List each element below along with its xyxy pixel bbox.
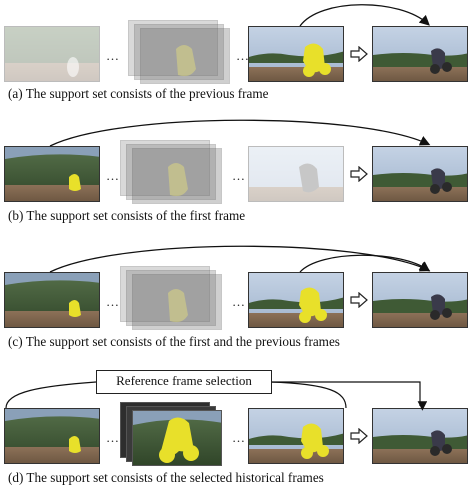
- panel-b-history-frame: [132, 148, 222, 204]
- hollow-arrow-icon: [350, 292, 368, 308]
- panel-b-target-frame: [372, 146, 468, 202]
- panel-d-target-frame: [372, 408, 468, 464]
- panel-a-history-frame: [140, 28, 230, 84]
- panel-d: … …: [0, 364, 474, 492]
- panel-a-target-frame: [372, 26, 468, 82]
- hollow-arrow-icon: [350, 428, 368, 444]
- panel-a: … …: [0, 0, 474, 110]
- panel-a-previous-frame: [248, 26, 344, 82]
- panel-b-previous-frame: [248, 146, 344, 202]
- caption-b: (b) The support set consists of the firs…: [8, 208, 246, 223]
- panel-c-previous-frame: [248, 272, 344, 328]
- caption-c: (c) The support set consists of the firs…: [8, 334, 340, 349]
- panel-d-history-frame: [132, 410, 222, 466]
- panel-c-history-frame: [132, 274, 222, 330]
- ellipsis: …: [232, 168, 245, 183]
- panel-a-first-frame: [4, 26, 100, 82]
- ellipsis: …: [106, 168, 119, 183]
- panel-c-first-frame: [4, 272, 100, 328]
- panel-d-previous-frame: [248, 408, 344, 464]
- ellipsis: …: [232, 430, 245, 445]
- panel-c-target-frame: [372, 272, 468, 328]
- ellipsis: …: [106, 430, 119, 445]
- hollow-arrow-icon: [350, 46, 368, 62]
- caption-d: (d) The support set consists of the sele…: [8, 470, 324, 485]
- reference-frame-selection-box: Reference frame selection: [96, 370, 272, 394]
- caption-a: (a) The support set consists of the prev…: [8, 86, 269, 101]
- panel-b: … … (b) The supp: [0, 118, 474, 230]
- ellipsis: …: [232, 294, 245, 309]
- ellipsis: …: [106, 48, 119, 63]
- panel-b-first-frame: [4, 146, 100, 202]
- ellipsis: …: [236, 48, 249, 63]
- ellipsis: …: [106, 294, 119, 309]
- panel-c: … …: [0, 236, 474, 358]
- panel-d-first-frame: [4, 408, 100, 464]
- hollow-arrow-icon: [350, 166, 368, 182]
